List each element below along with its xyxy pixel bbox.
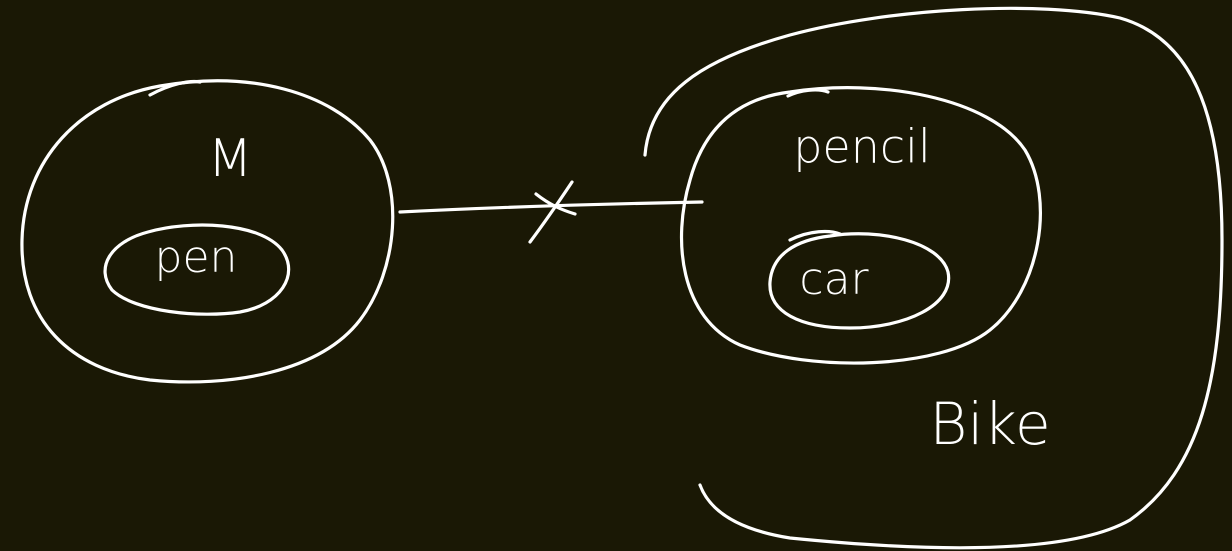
- label-pencil: pencil: [793, 120, 931, 174]
- pen-set-boundary: [103, 223, 291, 316]
- label-bike: Bike: [929, 390, 1050, 458]
- connector-line: [398, 200, 704, 214]
- label-car: car: [799, 254, 869, 305]
- car-set-stroke-overlap: [788, 229, 842, 242]
- car-set-boundary: [768, 232, 951, 330]
- pencil-set-stroke-overlap: [786, 88, 830, 98]
- label-m: M: [208, 129, 253, 189]
- bike-set-boundary: [643, 6, 1224, 550]
- m-set-stroke-overlap: [148, 79, 202, 97]
- m-set-boundary: [20, 79, 395, 384]
- label-pen: pen: [155, 232, 238, 283]
- pencil-set-boundary: [680, 86, 1042, 365]
- connector-cross-mark-stroke: [528, 180, 574, 244]
